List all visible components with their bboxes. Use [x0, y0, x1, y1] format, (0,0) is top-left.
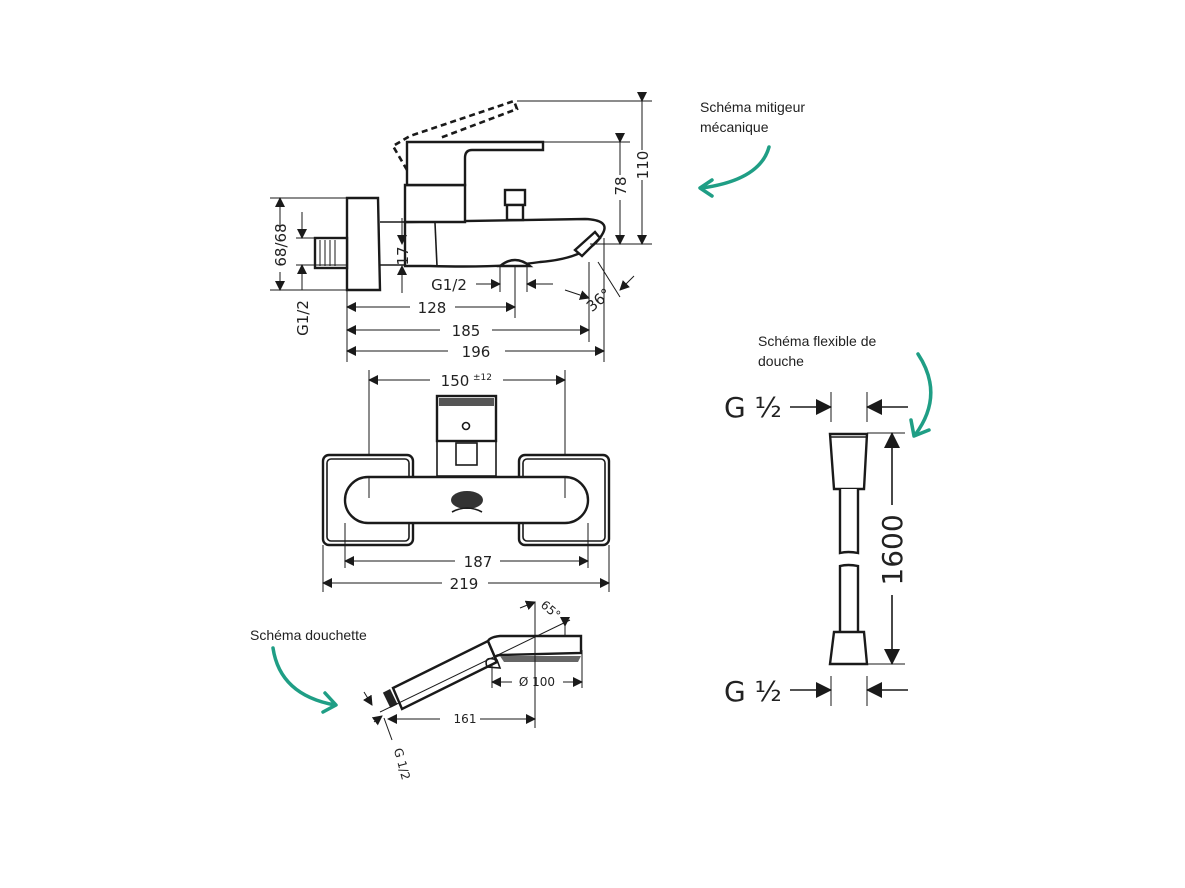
annotation-arrow-handshower	[271, 646, 337, 707]
dim-thread-left: G1/2	[294, 300, 312, 336]
diverter-knob	[503, 188, 527, 207]
dim-thread-bottom: G ½	[724, 675, 782, 708]
dim-head-diameter: Ø 100	[519, 675, 555, 689]
dim-lever-height: 78	[612, 176, 630, 195]
dim-centers-tolerance: ±12	[473, 373, 492, 383]
dim-hose-length: 1600	[876, 514, 909, 585]
outlet	[496, 258, 534, 268]
annotation-handshower: Schéma douchette	[250, 627, 367, 643]
hose-drawing: G ½ G ½ 1600	[724, 391, 909, 708]
dim-length-outlet: 128	[418, 299, 447, 317]
dim-thread-bottom: G1/2	[431, 276, 467, 294]
dim-wall-plate: 68/68	[272, 223, 290, 266]
handshower-handle	[391, 639, 499, 711]
dim-centers: 150	[441, 372, 470, 390]
annotation-mixer: Schéma mitigeur mécanique	[700, 99, 806, 135]
hose-fitting-top	[828, 432, 869, 491]
dim-total-width: 219	[450, 575, 479, 593]
mixer-side-view: 110 78 68/68 G1/2 17 G1/2 36°	[270, 92, 652, 362]
lever	[405, 140, 545, 187]
dim-handshower-length: 161	[454, 712, 477, 726]
dim-spray-angle: 65°	[538, 598, 563, 622]
wall-plate	[345, 196, 382, 292]
annotation-arrow-mixer	[700, 145, 771, 190]
dim-total-height: 110	[634, 151, 652, 180]
dim-thread-top: G ½	[724, 391, 782, 424]
dim-body-width: 187	[464, 553, 493, 571]
diverter	[451, 491, 483, 509]
hose-pipe-top	[838, 489, 860, 555]
dim-spout-angle: 36°	[583, 285, 615, 316]
cartridge	[403, 183, 467, 224]
mixer-top-view: 150 ±12 187 219	[321, 370, 611, 593]
handshower-drawing: 65° Ø 100 161 G 1/2	[363, 598, 583, 781]
annotation-hose: Schéma flexible de douche	[758, 333, 877, 369]
dim-length-spout: 185	[452, 322, 481, 340]
aerator	[573, 230, 602, 258]
lever-raised-outline	[391, 99, 519, 171]
spout	[403, 217, 606, 268]
dim-outlet-offset: 17	[394, 246, 412, 265]
dim-handshower-thread: G 1/2	[391, 746, 413, 781]
annotation-arrow-hose	[913, 352, 933, 437]
hose-fitting-bottom	[828, 630, 869, 666]
dim-length-total: 196	[462, 343, 491, 361]
